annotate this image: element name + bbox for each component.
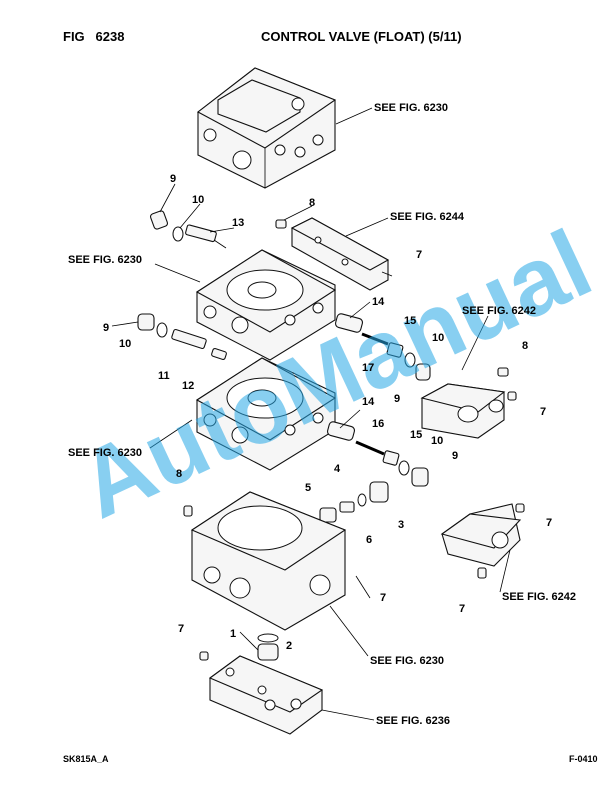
part-number: 3 [398, 519, 404, 531]
part-number: 7 [540, 406, 546, 418]
part-number: 9 [170, 173, 176, 185]
callout-see-6230-bottom: SEE FIG. 6230 [370, 655, 444, 667]
callout-see-6244: SEE FIG. 6244 [390, 211, 465, 223]
plug-9-top [149, 210, 227, 249]
footer-left: SK815A_A [63, 754, 109, 764]
part-number: 2 [286, 640, 292, 652]
callout-see-6230-top: SEE FIG. 6230 [374, 102, 448, 114]
part-number: 15 [404, 315, 416, 327]
leader-lines [111, 107, 511, 721]
callout-see-6242-lower: SEE FIG. 6242 [502, 591, 576, 603]
check-valve-group [319, 481, 389, 523]
footer-right: F-0410 [569, 754, 598, 764]
bottom-plate [199, 651, 324, 735]
part-number: 8 [309, 197, 315, 209]
valve-section-1 [195, 249, 337, 361]
part-number: 8 [522, 340, 528, 352]
part-number: 13 [232, 217, 244, 229]
part-number: 7 [416, 249, 422, 261]
part-number: 10 [431, 435, 443, 447]
part-number: 14 [362, 396, 375, 408]
part-number: 6 [366, 534, 372, 546]
part-number: 16 [372, 418, 384, 430]
part-number: 14 [372, 296, 385, 308]
part-number: 4 [334, 463, 341, 475]
solenoid-bar [275, 217, 393, 291]
part-number: 7 [546, 517, 552, 529]
part-number: 17 [362, 362, 374, 374]
page-title: CONTROL VALVE (FLOAT) (5/11) [261, 29, 462, 44]
part-number: 10 [432, 332, 444, 344]
part-number: 9 [452, 450, 458, 462]
part-number: 9 [103, 322, 109, 334]
part-number: 7 [459, 603, 465, 615]
part-number: 10 [192, 194, 204, 206]
part-number: 11 [158, 370, 170, 382]
callout-see-6236: SEE FIG. 6236 [376, 715, 450, 727]
part-number: 7 [178, 623, 184, 635]
part-number: 8 [176, 468, 182, 480]
callout-see-6230-left2: SEE FIG. 6230 [68, 447, 142, 459]
fig-number: 6238 [95, 29, 125, 44]
valve-section-2 [195, 357, 337, 471]
fig-label: FIG 6238 [63, 29, 125, 44]
part-number: 15 [410, 429, 422, 441]
plug-1-oring-2 [257, 633, 279, 661]
cap-block-upper [420, 367, 517, 439]
part-number: 10 [119, 338, 131, 350]
valve-housing-top [196, 67, 337, 189]
callout-see-6242-upper: SEE FIG. 6242 [462, 305, 536, 317]
plug-9-mid [137, 313, 227, 360]
cap-block-lower [440, 503, 525, 579]
callout-see-6230-left1: SEE FIG. 6230 [68, 254, 142, 266]
spool-14-lower [326, 421, 429, 487]
part-number: 12 [182, 380, 194, 392]
valve-housing-bottom [183, 491, 347, 631]
part-number: 7 [380, 592, 386, 604]
part-number: 5 [305, 482, 311, 494]
part-number: 9 [394, 393, 400, 405]
spool-14-upper [334, 313, 431, 381]
part-number: 1 [230, 628, 236, 640]
